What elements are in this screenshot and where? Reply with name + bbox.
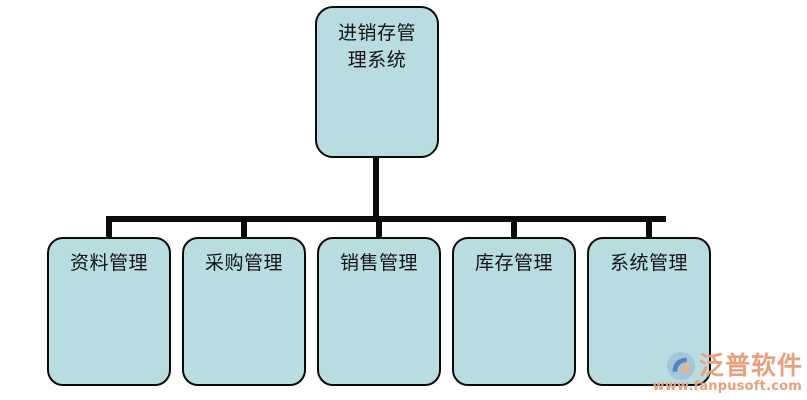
node-child-label: 采购管理 (204, 252, 283, 274)
node-child-system-management[interactable]: 系统管理 (587, 237, 711, 386)
connector-stub-2 (241, 216, 247, 239)
connector-stub-3 (376, 216, 382, 239)
watermark-url-text: www.fanpusoft.com (652, 379, 802, 394)
node-child-data-management[interactable]: 资料管理 (47, 237, 171, 386)
node-child-label: 库存管理 (474, 252, 553, 274)
connector-horizontal-bus (108, 216, 666, 222)
node-child-inventory-management[interactable]: 库存管理 (452, 237, 576, 386)
fanpu-logo-icon (666, 351, 696, 381)
node-child-label: 销售管理 (339, 252, 418, 274)
watermark: 泛普软件 www.fanpusoft.com (652, 351, 803, 395)
connector-stub-5 (646, 216, 652, 239)
node-root[interactable]: 进销存管 理系统 (315, 6, 439, 158)
node-child-label: 资料管理 (69, 252, 148, 274)
node-child-label: 系统管理 (609, 252, 688, 274)
connector-stub-4 (511, 216, 517, 239)
watermark-brand-row: 泛普软件 (666, 351, 803, 381)
node-child-procurement-management[interactable]: 采购管理 (182, 237, 306, 386)
connector-root-drop (373, 156, 379, 222)
node-root-label: 进销存管 理系统 (337, 22, 416, 71)
connector-stub-1 (106, 216, 112, 239)
watermark-brand-text: 泛普软件 (698, 351, 803, 380)
node-child-sales-management[interactable]: 销售管理 (317, 237, 441, 386)
